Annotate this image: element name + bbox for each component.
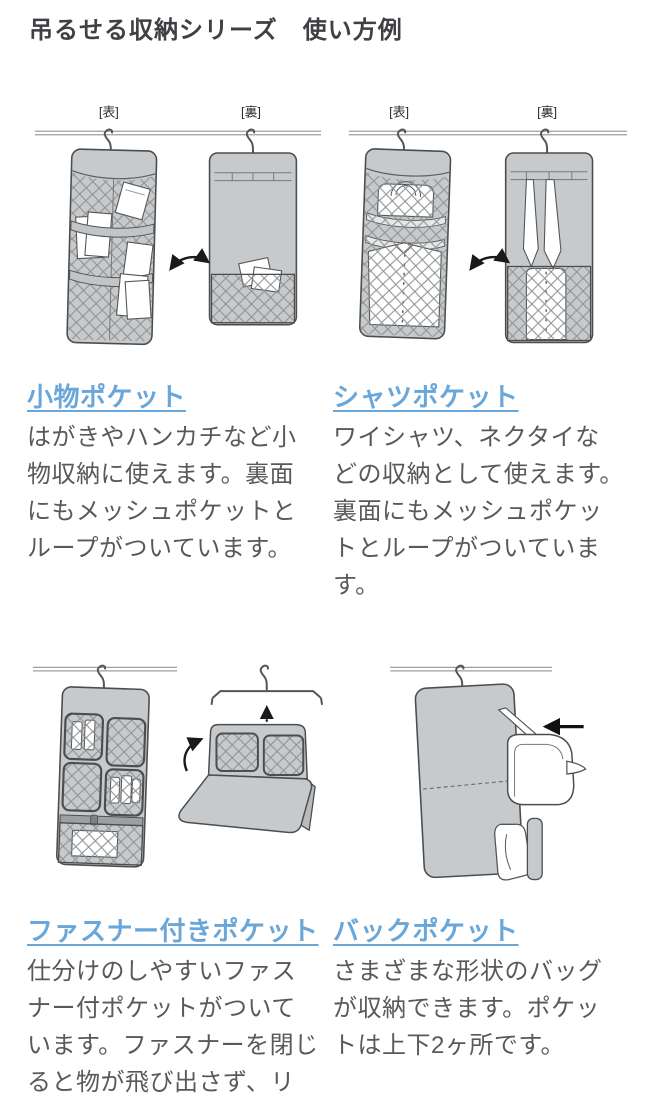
- hanger-hook-icon: [245, 128, 256, 154]
- back-organizer: [208, 128, 298, 326]
- front-organizer: [358, 128, 452, 340]
- front-organizer: [66, 128, 158, 346]
- section-komono-pocket: [表] [裏]: [27, 97, 325, 604]
- folded-organizer: [178, 723, 316, 834]
- flip-arrow-icon: [469, 248, 511, 271]
- shirt-pocket-description: ワイシャツ、ネクタイな どの収納として使えます。 裏面にもメッシュポケッ トとル…: [333, 424, 624, 599]
- hanger-hook-icon: [540, 128, 550, 154]
- link-fastener-pocket[interactable]: ファスナー付きポケット: [27, 916, 319, 946]
- back-label: [裏]: [537, 104, 557, 119]
- sections-grid: [表] [裏]: [27, 97, 631, 1101]
- link-shirt-pocket[interactable]: シャツポケット: [333, 382, 519, 412]
- illustration-fastener-pocket: [27, 647, 325, 899]
- hanging-organizer: [56, 664, 150, 868]
- bag-organizer: [414, 683, 587, 881]
- flip-arrow-icon: [169, 248, 211, 271]
- section-shirt-pocket: [表] [裏]: [333, 97, 631, 604]
- bag-pocket-description: さまざまな形状のバッグ が収納できます。ポケッ トは上下2ヶ所です。: [333, 958, 603, 1059]
- hanger-hook-icon: [455, 664, 465, 691]
- bag-in-pocket: [497, 707, 587, 806]
- illustration-shirt-pocket: [表] [裏]: [333, 97, 631, 357]
- fastener-pocket-description: 仕分けのしやすいファス ナー付ポケットがついて います。ファスナーを閉じ ると物…: [27, 958, 319, 1096]
- link-bag-pocket[interactable]: バックポケット: [333, 916, 519, 946]
- section-fastener-pocket: ファスナー付きポケット 仕分けのしやすいファス ナー付ポケットがついて います。…: [27, 647, 325, 1101]
- link-komono-pocket[interactable]: 小物ポケット: [27, 382, 187, 412]
- hanger-icon: [210, 664, 324, 706]
- illustration-bag-pocket: [333, 647, 631, 899]
- front-label: [表]: [389, 104, 409, 119]
- hanger-hook-icon: [96, 664, 107, 691]
- back-label: [裏]: [241, 104, 261, 119]
- fold-arrow-icon: [183, 737, 204, 772]
- illustration-komono-pocket: [表] [裏]: [27, 97, 325, 357]
- hanger-hook-icon: [103, 128, 113, 154]
- bag-handle: [566, 760, 587, 775]
- bag-in-lower-pocket: [494, 817, 543, 881]
- hanging-rail: [34, 130, 322, 136]
- front-label: [表]: [99, 104, 119, 119]
- hanging-rail: [390, 666, 553, 672]
- hanger-hook-icon: [396, 128, 407, 154]
- page-title: 吊るせる収納シリーズ 使い方例: [29, 17, 403, 44]
- section-bag-pocket: バックポケット さまざまな形状のバッグ が収納できます。ポケッ トは上下2ヶ所で…: [333, 647, 631, 1101]
- back-organizer: [504, 128, 594, 344]
- komono-pocket-description: はがきやハンカチなど小 物収納に使えます。裏面 にもメッシュポケットと ループが…: [27, 424, 297, 562]
- necktie: [522, 179, 562, 270]
- pocket-divider-line: [423, 779, 516, 790]
- hanging-rail: [348, 130, 628, 136]
